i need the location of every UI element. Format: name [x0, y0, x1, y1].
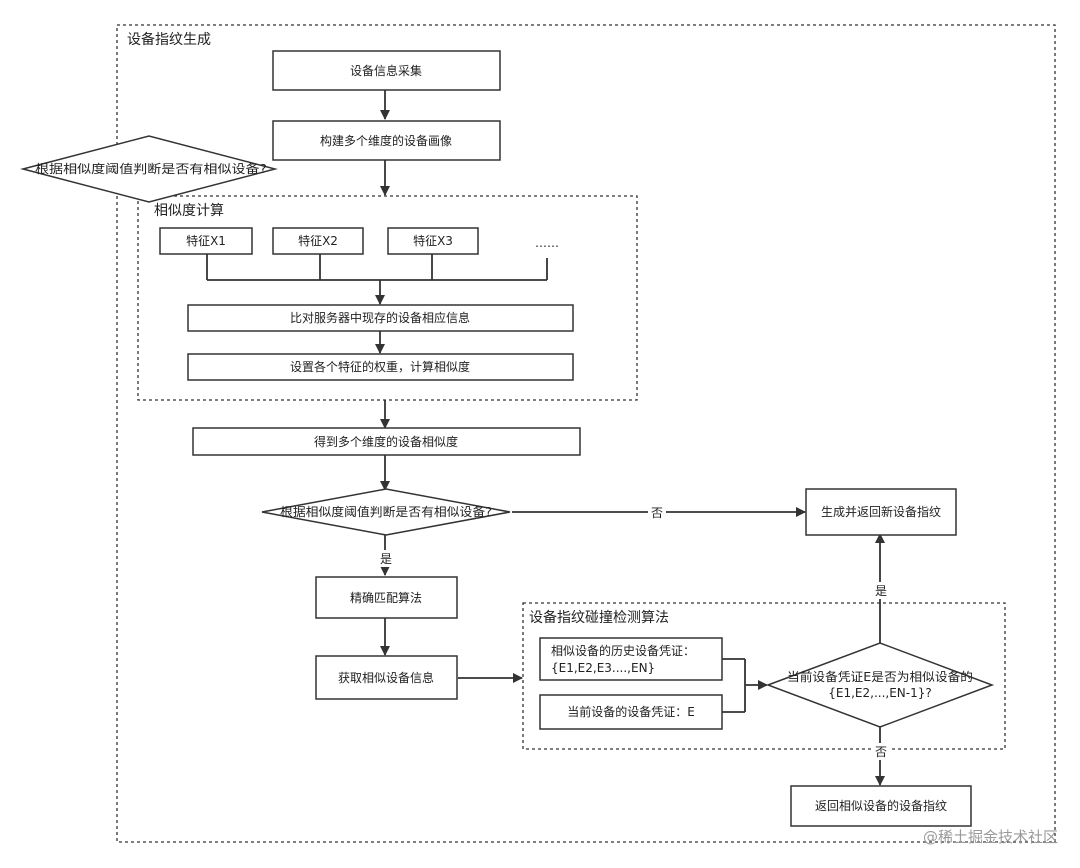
- node-get-info: 获取相似设备信息: [315, 655, 458, 700]
- watermark: @稀土掘金技术社区: [923, 828, 1058, 846]
- edge-label-bg-no: [648, 503, 666, 521]
- feature-x1: 特征X1: [159, 227, 253, 255]
- feature-x3-label: 特征X3: [413, 233, 453, 248]
- node-weights: 设置各个特征的权重，计算相似度: [187, 353, 574, 381]
- edge-label-no-2: 否: [875, 745, 887, 759]
- side-decision: 根据相似度阈值判断是否有相似设备?: [20, 135, 278, 203]
- watermark-text: @稀土掘金技术社区: [923, 828, 1058, 846]
- node-current-credential: 当前设备的设备凭证：E: [539, 694, 723, 730]
- node-multi-similarity-label: 得到多个维度的设备相似度: [314, 434, 458, 449]
- collision-group-title: 设备指纹碰撞检测算法: [529, 609, 669, 626]
- outer-group-title: 设备指纹生成: [127, 31, 211, 48]
- node-compare: 比对服务器中现存的设备相应信息: [187, 304, 574, 332]
- decision-collision-line1: 当前设备凭证E是否为相似设备的: [787, 669, 973, 684]
- node-new-fingerprint: 生成并返回新设备指纹: [805, 488, 957, 536]
- node-exact-match-label: 精确匹配算法: [350, 590, 422, 605]
- similarity-group-title: 相似度计算: [154, 203, 224, 219]
- edge-label-bg-yes: [377, 550, 395, 567]
- feature-more: ……: [535, 236, 559, 250]
- decision-collision: 当前设备凭证E是否为相似设备的 {E1,E2,...,EN-1}?: [765, 642, 995, 728]
- node-collect: 设备信息采集: [272, 50, 501, 91]
- node-exact-match: 精确匹配算法: [315, 576, 458, 619]
- node-portrait: 构建多个维度的设备画像: [272, 120, 501, 161]
- node-collect-label: 设备信息采集: [350, 63, 422, 78]
- node-multi-similarity: 得到多个维度的设备相似度: [192, 427, 581, 456]
- collision-group: 设备指纹碰撞检测算法: [522, 602, 1006, 750]
- node-new-fingerprint-label: 生成并返回新设备指纹: [821, 504, 941, 519]
- edge-label-yes: 是: [380, 552, 392, 566]
- node-get-info-label: 获取相似设备信息: [338, 670, 434, 685]
- edge-label-bg-yes-2: [872, 582, 890, 599]
- node-weights-label: 设置各个特征的权重，计算相似度: [290, 359, 470, 374]
- node-history-line2: {E1,E2,E3....,EN}: [551, 661, 655, 675]
- feature-x3: 特征X3: [387, 227, 479, 255]
- node-return-fingerprint-label: 返回相似设备的设备指纹: [815, 798, 947, 813]
- side-decision-label: 根据相似度阈值判断是否有相似设备?: [35, 161, 267, 176]
- node-portrait-label: 构建多个维度的设备画像: [320, 133, 452, 148]
- similarity-group: 相似度计算: [137, 195, 638, 401]
- feature-x2: 特征X2: [272, 227, 364, 255]
- node-compare-label: 比对服务器中现存的设备相应信息: [290, 310, 470, 325]
- edges: 否 是 是 否: [206, 90, 890, 786]
- node-history-line1: 相似设备的历史设备凭证：: [551, 643, 695, 658]
- edge-label-yes-2: 是: [875, 584, 887, 598]
- decision-collision-line2: {E1,E2,...,EN-1}?: [828, 686, 931, 700]
- node-return-fingerprint: 返回相似设备的设备指纹: [790, 785, 972, 827]
- decision-similar: 根据相似度阈值判断是否有相似设备?: [261, 488, 511, 536]
- outer-group: 设备指纹生成: [116, 24, 1056, 843]
- edge-label-bg-no-2: [872, 743, 890, 760]
- edge-label-no: 否: [651, 506, 663, 520]
- decision-similar-label: 根据相似度阈值判断是否有相似设备?: [280, 504, 492, 519]
- feature-x2-label: 特征X2: [298, 233, 338, 248]
- feature-x1-label: 特征X1: [186, 233, 226, 248]
- node-current-credential-label: 当前设备的设备凭证：E: [567, 704, 695, 719]
- node-history-credentials: 相似设备的历史设备凭证： {E1,E2,E3....,EN}: [539, 637, 723, 681]
